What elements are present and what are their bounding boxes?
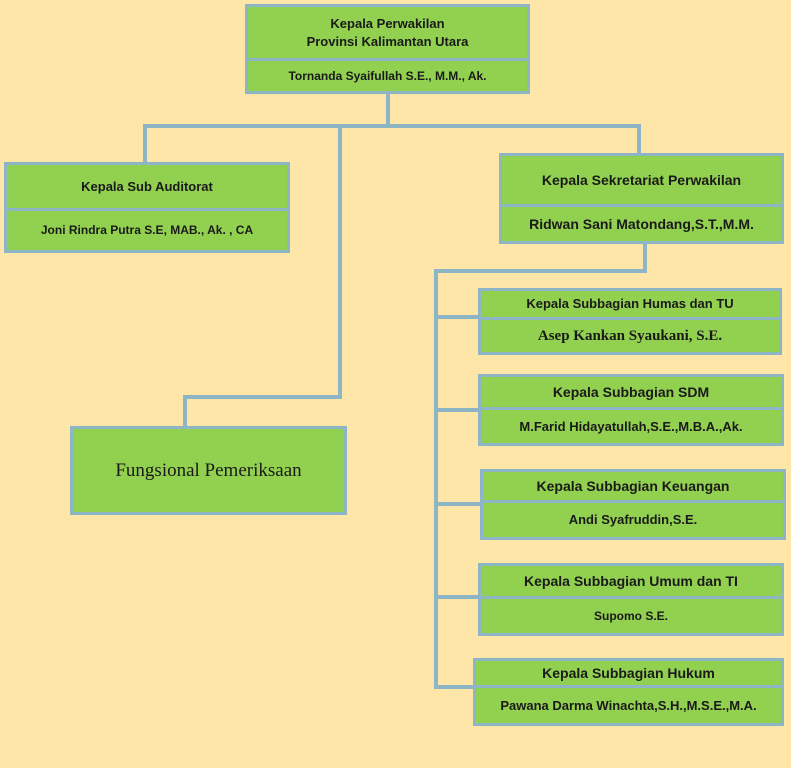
connector-subbagian-2 xyxy=(434,408,482,412)
subbagian-box-hukum: Kepala Subbagian Hukum Pawana Darma Wina… xyxy=(473,658,784,726)
connector-to-sub-auditorat xyxy=(143,124,147,164)
subbagian-name-humas-tu: Asep Kankan Syaukani, S.E. xyxy=(481,317,779,352)
subbagian-box-keuangan: Kepala Subbagian Keuangan Andi Syafruddi… xyxy=(480,469,786,540)
connector-sekretariat-horizontal xyxy=(434,269,647,273)
sub-auditorat-box: Kepala Sub Auditorat Joni Rindra Putra S… xyxy=(4,162,290,253)
connector-subbagian-3 xyxy=(434,502,482,506)
sekretariat-name: Ridwan Sani Matondang,S.T.,M.M. xyxy=(502,204,781,241)
fungsional-box: Fungsional Pemeriksaan xyxy=(70,426,347,515)
connector-fungsional-vertical xyxy=(338,124,342,398)
subbagian-box-umum-ti: Kepala Subbagian Umum dan TI Supomo S.E. xyxy=(478,563,784,636)
sekretariat-title: Kepala Sekretariat Perwakilan xyxy=(541,171,742,188)
subbagian-box-sdm: Kepala Subbagian SDM M.Farid Hidayatulla… xyxy=(478,374,784,446)
subbagian-title-keuangan: Kepala Subbagian Keuangan xyxy=(536,477,730,494)
subbagian-name-umum-ti: Supomo S.E. xyxy=(481,596,781,633)
sub-auditorat-name: Joni Rindra Putra S.E, MAB., Ak. , CA xyxy=(7,208,287,250)
connector-subbagian-4 xyxy=(434,595,482,599)
subbagian-title-sdm: Kepala Subbagian SDM xyxy=(552,383,710,400)
subbagian-name-sdm: M.Farid Hidayatullah,S.E.,M.B.A.,Ak. xyxy=(481,407,781,443)
head-name: Tornanda Syaifullah S.E., M.M., Ak. xyxy=(248,58,527,91)
subbagian-box-humas-tu: Kepala Subbagian Humas dan TU Asep Kanka… xyxy=(478,288,782,355)
connector-subbagian-5 xyxy=(434,685,476,689)
connector-fungsional-horizontal xyxy=(183,395,342,399)
connector-to-fungsional xyxy=(183,395,187,429)
sub-auditorat-title: Kepala Sub Auditorat xyxy=(81,178,213,194)
connector-to-sekretariat xyxy=(637,124,641,162)
subbagian-title-hukum: Kepala Subbagian Hukum xyxy=(542,664,715,681)
subbagian-name-hukum: Pawana Darma Winachta,S.H.,M.S.E.,M.A. xyxy=(476,685,781,723)
connector-sekretariat-down xyxy=(643,243,647,272)
connector-subbagian-spine xyxy=(434,269,438,688)
head-title: Kepala Perwakilan Provinsi Kalimantan Ut… xyxy=(306,15,469,49)
connector-main-horizontal xyxy=(143,124,641,128)
subbagian-title-umum-ti: Kepala Subbagian Umum dan TI xyxy=(524,572,738,589)
head-box: Kepala Perwakilan Provinsi Kalimantan Ut… xyxy=(245,4,530,94)
subbagian-name-keuangan: Andi Syafruddin,S.E. xyxy=(483,500,783,537)
connector-subbagian-1 xyxy=(434,315,482,319)
sekretariat-box: Kepala Sekretariat Perwakilan Ridwan San… xyxy=(499,153,784,244)
fungsional-title: Fungsional Pemeriksaan xyxy=(115,459,302,481)
subbagian-title-humas-tu: Kepala Subbagian Humas dan TU xyxy=(526,296,734,312)
connector-head-down xyxy=(386,93,390,126)
